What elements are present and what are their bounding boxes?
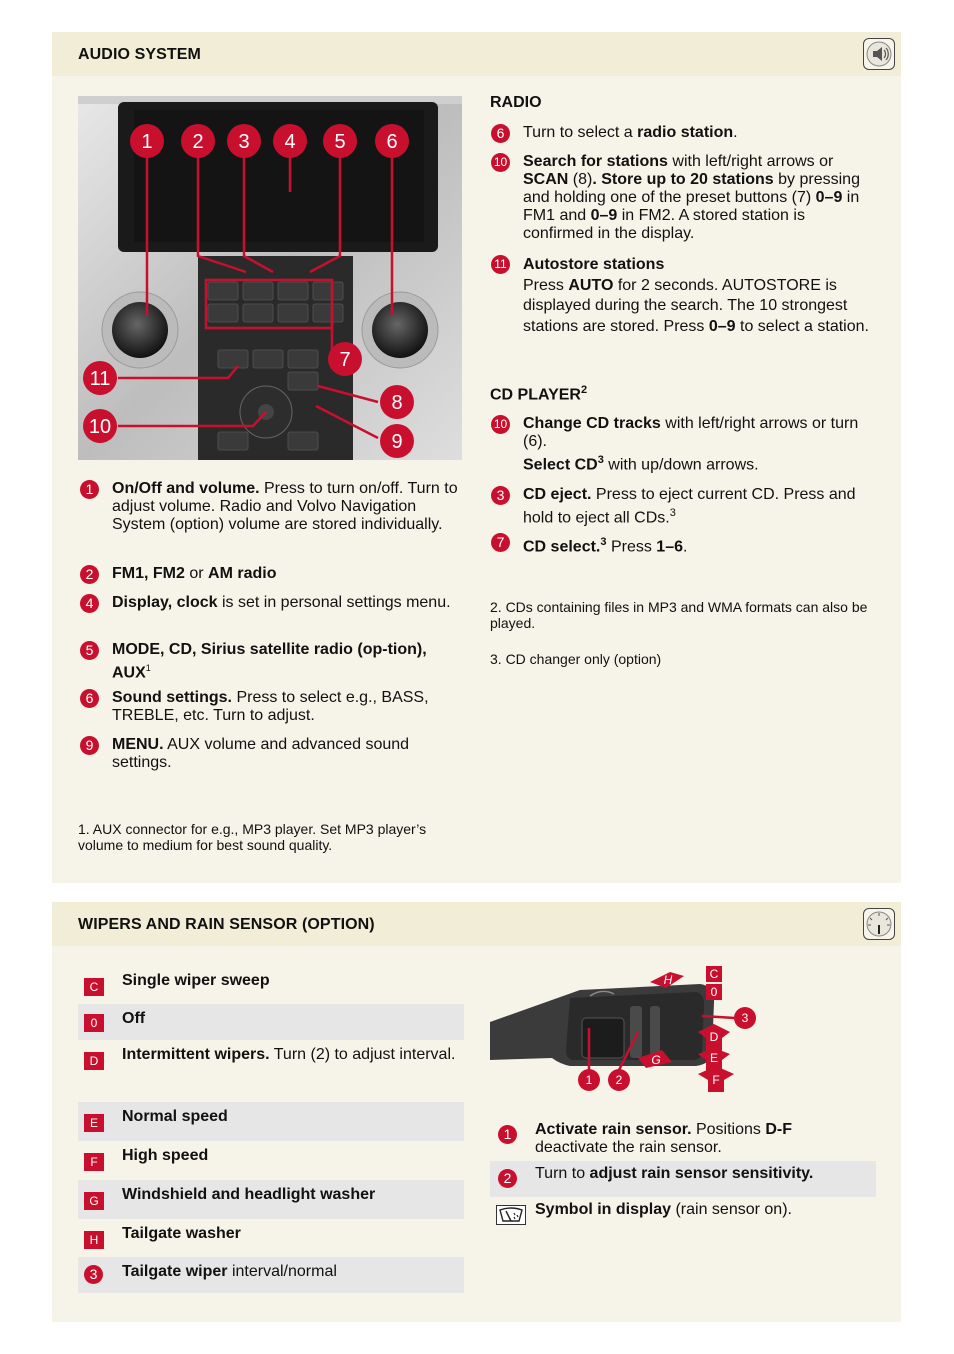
- badge-6: 6: [491, 124, 510, 143]
- badge-9: 9: [80, 736, 99, 755]
- wiper-row-e: E Normal speed: [78, 1102, 464, 1141]
- callout-1: 1: [141, 131, 152, 153]
- audio-item-6: 6 Sound settings. Press to select e.g., …: [80, 689, 460, 725]
- cd-item-7: 7 CD select.3 Press 1–6.: [491, 533, 876, 556]
- audio-system-header: AUDIO SYSTEM: [52, 32, 901, 76]
- badge-10: 10: [491, 153, 510, 172]
- badge-g: G: [84, 1192, 104, 1210]
- wiper-row-3: 3 Tailgate wiper interval/normal: [78, 1257, 464, 1293]
- cd-item-10: 10 Change CD tracks with left/right arro…: [491, 415, 876, 474]
- badge-2: 2: [498, 1169, 517, 1188]
- diagram-label-g: G: [651, 1053, 660, 1067]
- wipers-header: WIPERS AND RAIN SENSOR (OPTION): [52, 902, 901, 946]
- wiper-row-h: H Tailgate washer: [78, 1219, 464, 1257]
- diagram-label-c: C: [710, 967, 719, 981]
- badge-0: 0: [84, 1014, 104, 1032]
- cd-item-3: 3 CD eject. Press to eject current CD. P…: [491, 486, 876, 527]
- radio-item-10: 10 Search for stations with left/right a…: [491, 153, 876, 243]
- badge-4: 4: [80, 594, 99, 613]
- diagram-label-d: D: [710, 1030, 719, 1044]
- diagram-label-h: H: [664, 973, 673, 987]
- wiper-stalk-illustration: H G C 0 D E F 1 2 3: [490, 962, 770, 1098]
- badge-5: 5: [80, 641, 99, 660]
- callout-8: 8: [391, 392, 402, 414]
- gauge-icon: [863, 908, 895, 940]
- callout-7: 7: [339, 349, 350, 371]
- callout-6: 6: [386, 131, 397, 153]
- badge-3: 3: [491, 486, 510, 505]
- footnote-1: 1. AUX connector for e.g., MP3 player. S…: [78, 821, 427, 853]
- diagram-label-f: F: [712, 1073, 719, 1087]
- rain-row-symbol: Symbol in display (rain sensor on).: [490, 1197, 876, 1231]
- badge-7: 7: [491, 533, 510, 552]
- callout-3: 3: [238, 131, 249, 153]
- badge-2: 2: [80, 565, 99, 584]
- callout-10: 10: [89, 416, 111, 438]
- radio-heading: RADIO: [490, 94, 542, 111]
- badge-f: F: [84, 1153, 104, 1171]
- wiper-row-d: D Intermittent wipers. Turn (2) to adjus…: [78, 1040, 464, 1102]
- diagram-label-2: 2: [616, 1073, 623, 1087]
- wipers-title: WIPERS AND RAIN SENSOR (OPTION): [78, 916, 375, 933]
- badge-c: C: [84, 978, 104, 996]
- audio-item-1: 1 On/Off and volume. Press to turn on/of…: [80, 480, 460, 534]
- badge-d: D: [84, 1052, 104, 1070]
- audio-item-9: 9 MENU. AUX volume and advanced sound se…: [80, 736, 460, 772]
- callout-9: 9: [391, 431, 402, 453]
- audio-unit-illustration: 1 2 3 4 5 6 7 8 9 11 10: [78, 96, 462, 460]
- audio-system-title: AUDIO SYSTEM: [78, 46, 201, 63]
- badge-3: 3: [84, 1265, 103, 1284]
- rain-row-1: 1 Activate rain sensor. Positions D-F de…: [490, 1117, 876, 1161]
- badge-6: 6: [80, 689, 99, 708]
- diagram-label-0: 0: [711, 985, 718, 999]
- badge-e: E: [84, 1114, 104, 1132]
- callout-11: 11: [90, 368, 111, 390]
- badge-1: 1: [80, 480, 99, 499]
- badge-11: 11: [491, 255, 510, 274]
- audio-item-4: 4 Display, clock is set in personal sett…: [80, 594, 460, 613]
- wiper-row-c: C Single wiper sweep: [78, 966, 464, 1004]
- diagram-label-1: 1: [586, 1073, 593, 1087]
- wiper-row-f: F High speed: [78, 1141, 464, 1180]
- callout-5: 5: [334, 131, 345, 153]
- callout-4: 4: [284, 131, 295, 153]
- badge-10: 10: [491, 415, 510, 434]
- cd-player-heading: CD PLAYER2: [490, 384, 588, 404]
- radio-item-6: 6 Turn to select a radio station.: [491, 124, 876, 143]
- rain-sensor-symbol-icon: [496, 1205, 526, 1225]
- wiper-row-0: 0 Off: [78, 1004, 464, 1040]
- audio-item-5: 5 MODE, CD, Sirius satellite radio (op-t…: [80, 641, 460, 682]
- badge-h: H: [84, 1231, 104, 1249]
- footnote-2: 2. CDs containing files in MP3 and WMA f…: [490, 599, 868, 631]
- badge-1: 1: [498, 1125, 517, 1144]
- callout-2: 2: [192, 131, 203, 153]
- speaker-icon: [863, 38, 895, 70]
- audio-item-2: 2 FM1, FM2 or AM radio: [80, 565, 460, 584]
- diagram-label-e: E: [710, 1051, 718, 1065]
- wiper-row-g: G Windshield and headlight washer: [78, 1180, 464, 1219]
- rain-row-2: 2 Turn to adjust rain sensor sensitivity…: [490, 1161, 876, 1197]
- diagram-label-3: 3: [742, 1011, 749, 1025]
- footnote-3: 3. CD changer only (option): [490, 651, 662, 667]
